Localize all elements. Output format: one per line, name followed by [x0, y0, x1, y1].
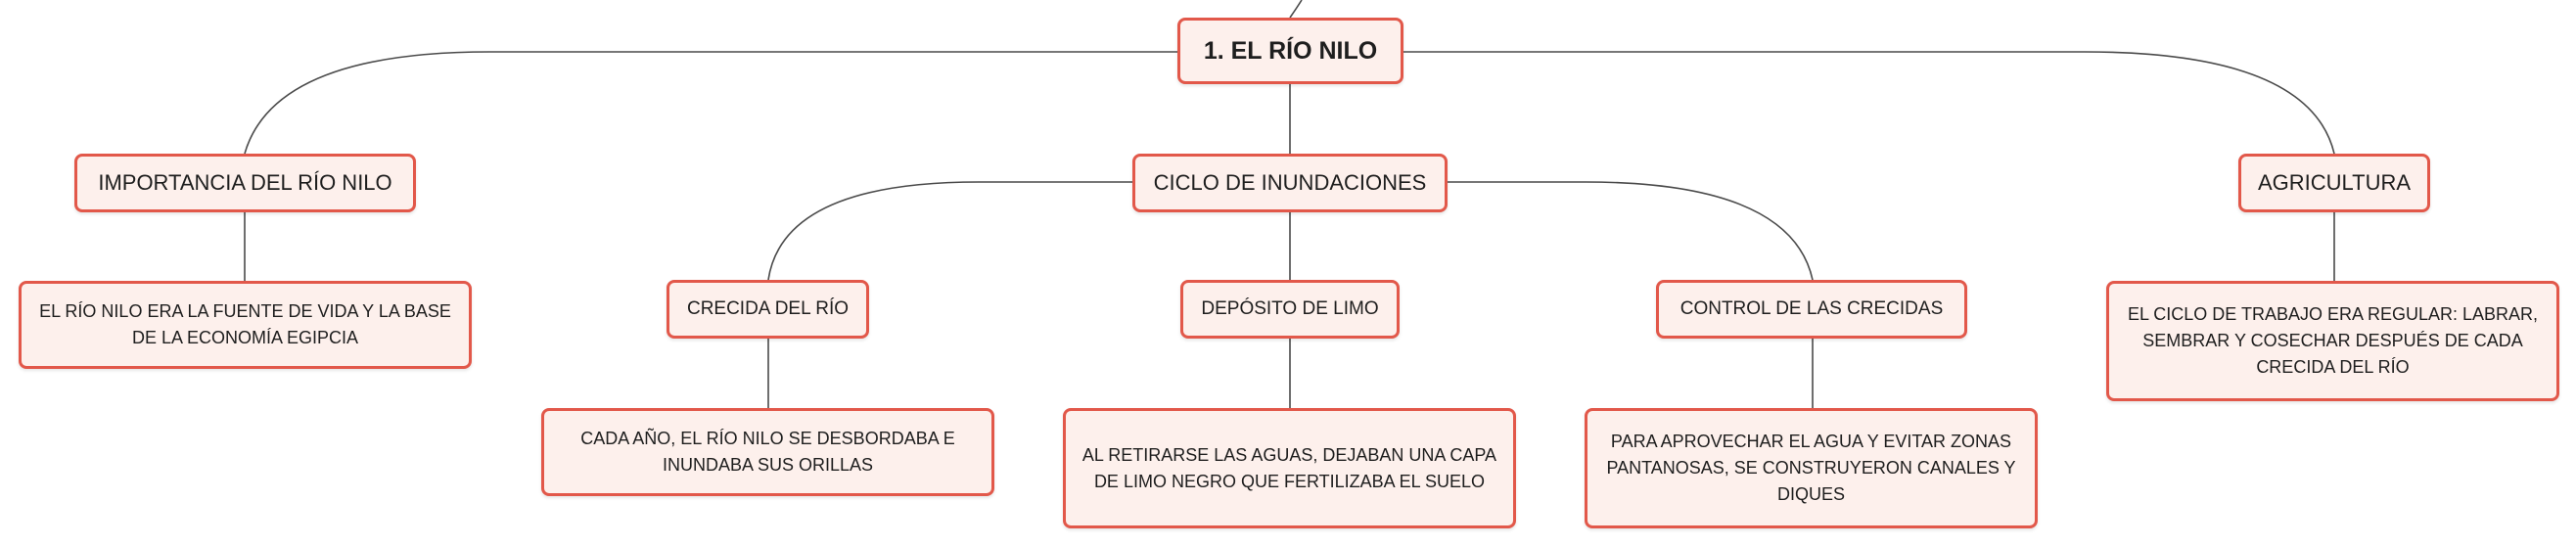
connector-root-importancia	[244, 51, 1177, 155]
detail-deposito[interactable]: AL RETIRARSE LAS AGUAS, DEJABAN UNA CAPA…	[1063, 408, 1516, 528]
detail-control[interactable]: PARA APROVECHAR EL AGUA Y EVITAR ZONAS P…	[1585, 408, 2038, 528]
subtopic-deposito-label: DEPÓSITO DE LIMO	[1201, 298, 1379, 319]
detail-crecida[interactable]: CADA AÑO, EL RÍO NILO SE DESBORDABA E IN…	[541, 408, 994, 496]
subtopic-control-label: CONTROL DE LAS CRECIDAS	[1679, 298, 1944, 319]
subtopic-crecida[interactable]: CRECIDA DEL RÍO	[667, 280, 869, 339]
connector-root-agricultura	[1403, 51, 2335, 155]
detail-control-text: PARA APROVECHAR EL AGUA Y EVITAR ZONAS P…	[1606, 432, 2016, 504]
subtopic-crecida-label: CRECIDA DEL RÍO	[686, 298, 850, 319]
branch-ciclo[interactable]: CICLO DE INUNDACIONES	[1132, 154, 1448, 212]
branch-agricultura[interactable]: AGRICULTURA	[2238, 154, 2430, 212]
detail-importancia-text: EL RÍO NILO ERA LA FUENTE DE VIDA Y LA B…	[39, 301, 451, 347]
branch-importancia-label: IMPORTANCIA DEL RÍO NILO	[98, 170, 392, 195]
detail-agricultura-text: EL CICLO DE TRABAJO ERA REGULAR: LABRAR,…	[2127, 304, 2539, 377]
connector-ciclo-crecida	[767, 181, 1132, 281]
detail-agricultura[interactable]: EL CICLO DE TRABAJO ERA REGULAR: LABRAR,…	[2106, 281, 2559, 401]
branch-agricultura-label: AGRICULTURA	[2257, 170, 2412, 195]
branch-ciclo-label: CICLO DE INUNDACIONES	[1153, 170, 1427, 195]
root-node[interactable]: 1. EL RÍO NILO	[1177, 18, 1403, 84]
detail-importancia[interactable]: EL RÍO NILO ERA LA FUENTE DE VIDA Y LA B…	[19, 281, 472, 369]
subtopic-control[interactable]: CONTROL DE LAS CRECIDAS	[1656, 280, 1967, 339]
detail-crecida-text: CADA AÑO, EL RÍO NILO SE DESBORDABA E IN…	[580, 429, 955, 475]
connector-ciclo-control	[1448, 181, 1814, 281]
root-label: 1. EL RÍO NILO	[1203, 36, 1378, 65]
connector-root-up	[1289, 0, 1303, 19]
subtopic-deposito[interactable]: DEPÓSITO DE LIMO	[1180, 280, 1400, 339]
branch-importancia[interactable]: IMPORTANCIA DEL RÍO NILO	[74, 154, 416, 212]
detail-deposito-text: AL RETIRARSE LAS AGUAS, DEJABAN UNA CAPA…	[1081, 444, 1497, 491]
